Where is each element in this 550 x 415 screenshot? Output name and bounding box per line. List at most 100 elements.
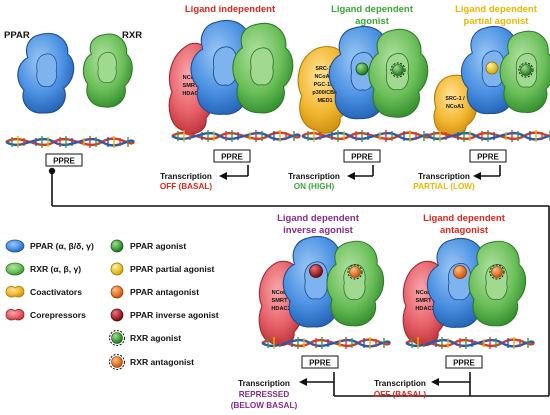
panel-title-line2: antagonist (440, 225, 489, 236)
panel-ligand-dependent-antagonist: Ligand dependent antagonist NCoR / SMRT … (374, 213, 536, 399)
panel-title-line1: Ligand dependent (455, 4, 538, 15)
rxr-agonist-ball-icon (111, 332, 123, 344)
legend-label: RXR agonist (130, 333, 181, 343)
legend: PPAR (α, β/δ, γ) RXR (α, β, γ) Coactivat… (5, 239, 219, 370)
legend-label: PPAR inverse agonist (130, 310, 219, 320)
coactivator-text-2: NCoA1 (446, 104, 464, 110)
legend-item: PPAR inverse agonist (110, 308, 219, 322)
transcription-label: Transcription (238, 379, 290, 388)
ppre-box (469, 149, 507, 163)
rxr-antagonist-ball-icon (491, 266, 503, 278)
pathway-origin-dot (48, 167, 56, 175)
ppar-antagonist-ball-icon (110, 285, 124, 299)
coactivator-text-5: MED1 (318, 98, 333, 104)
ppar-inverse-agonist-ball-icon (309, 264, 323, 278)
coactivator-shape-icon (5, 285, 25, 298)
rxr-antagonist-ring-icon (347, 264, 363, 280)
ppre-label: PPRE (351, 153, 373, 162)
transcription-status-line2: (BELOW BASAL) (231, 401, 298, 410)
panel-title-line2: agonist (355, 16, 390, 27)
legend-label: PPAR antagonist (130, 287, 199, 297)
legend-label: RXR (α, β, γ) (30, 264, 81, 274)
legend-item: PPAR (α, β/δ, γ) (5, 239, 94, 253)
legend-label: PPAR (α, β/δ, γ) (30, 241, 94, 251)
ppar-label: PPAR (4, 30, 30, 41)
ppre-box (213, 149, 251, 163)
legend-item: Coactivators (5, 285, 82, 298)
ppre-label: PPRE (453, 359, 475, 368)
rxr-receptor (232, 22, 294, 114)
legend-item: RXR antagonist (109, 354, 194, 370)
transcription-label: Transcription (160, 172, 212, 181)
panel-ligand-dependent-partial-agonist: Ligand dependent partial agonist SRC-1 /… (413, 4, 550, 191)
corepressor-text-3: HDAC3 (271, 306, 290, 312)
legend-item: RXR (α, β, γ) (5, 262, 81, 276)
transcription-label: Transcription (374, 379, 426, 388)
legend-label: PPAR agonist (130, 241, 186, 251)
panel-ligand-dependent-inverse-agonist: Ligand dependent inverse agonist NCoR / … (231, 213, 392, 410)
arrowheads (219, 172, 481, 386)
rxr-antagonist-ball-icon (349, 266, 361, 278)
legend-label: Coactivators (30, 287, 82, 297)
coactivator-text-4: p300/CBP (312, 90, 338, 96)
corepressor-text-3: HDAC3 (415, 306, 434, 312)
ppar-inverse-agonist-ball-icon (110, 308, 124, 322)
ppar-shape-icon (5, 239, 25, 253)
transcription-status-line1: REPRESSED (239, 390, 290, 399)
rxr-label: RXR (122, 30, 142, 41)
rxr-agonist-ring-icon (518, 62, 534, 78)
rxr-antagonist-ring-icon (109, 354, 125, 370)
dna-helix (4, 134, 136, 150)
ppar-receptor (17, 32, 75, 114)
ppre-label: PPRE (53, 157, 75, 166)
ppre-box (445, 355, 483, 369)
corepressor-text-3: HDAC3 (182, 91, 201, 97)
legend-label: RXR antagonist (130, 357, 194, 367)
coactivator-text-1: SRC-1 / (315, 66, 335, 72)
panel-title-line1: Ligand independent (185, 4, 276, 15)
transcription-label: Transcription (418, 172, 470, 181)
ppre-label: PPRE (309, 359, 331, 368)
corepressor-text-2: SMRT / (416, 298, 435, 304)
rxr-antagonist-ring-icon (489, 264, 505, 280)
panel-title-line2: partial agonist (464, 16, 530, 27)
corepressor-text-1: NCoR / (416, 290, 435, 296)
ppar-agonist-ball-icon (110, 239, 124, 253)
panel-ligand-independent: Ligand independent NCoR / SMRT / HDAC3 P… (160, 4, 302, 191)
pathway-connector-lines (51, 165, 550, 397)
rxr-receptor (82, 33, 133, 108)
transcription-label: Transcription (288, 172, 340, 181)
legend-label: Corepressors (30, 310, 86, 320)
panel-ligand-dependent-agonist: Ligand dependent agonist SRC-1 / NCoA1 /… (288, 4, 432, 191)
corepressor-text-1: NCoR / (272, 290, 291, 296)
transcription-status: PARTIAL (LOW) (413, 182, 475, 191)
ppar-agonist-ball-icon (355, 62, 369, 76)
ppre-box (45, 153, 83, 167)
legend-item: PPAR antagonist (110, 285, 199, 299)
legend-item: Corepressors (5, 308, 86, 321)
panel-title-line2: inverse agonist (283, 225, 354, 236)
rxr-agonist-ring-icon (109, 330, 125, 346)
rxr-agonist-ring-icon (390, 62, 406, 78)
transcription-status: OFF (BASAL) (374, 390, 427, 399)
corepressor-text-2: SMRT / (272, 298, 291, 304)
rxr-receptor (326, 240, 385, 327)
rxr-agonist-ball-icon (392, 64, 404, 76)
legend-item: RXR agonist (109, 330, 181, 346)
transcription-status: OFF (BASAL) (160, 182, 213, 191)
ppre-box (301, 355, 339, 369)
ppre-box (343, 149, 381, 163)
rxr-agonist-ball-icon (520, 64, 532, 76)
rxr-antagonist-ball-icon (111, 356, 123, 368)
ppre-label: PPRE (477, 153, 499, 162)
ppar-partial-agonist-ball-icon (110, 262, 124, 276)
ppar-partial-agonist-ball-icon (485, 61, 499, 75)
transcription-status: ON (HIGH) (294, 182, 335, 191)
corepressor-text-2: SMRT / (183, 83, 202, 89)
legend-label: PPAR partial agonist (130, 264, 214, 274)
ppre-label: PPRE (221, 153, 243, 162)
panel-title-line1: Ligand dependent (331, 4, 414, 15)
panel-title-line1: Ligand dependent (277, 213, 360, 224)
panel-unbound-receptors: PPAR RXR PPRE (4, 30, 142, 167)
